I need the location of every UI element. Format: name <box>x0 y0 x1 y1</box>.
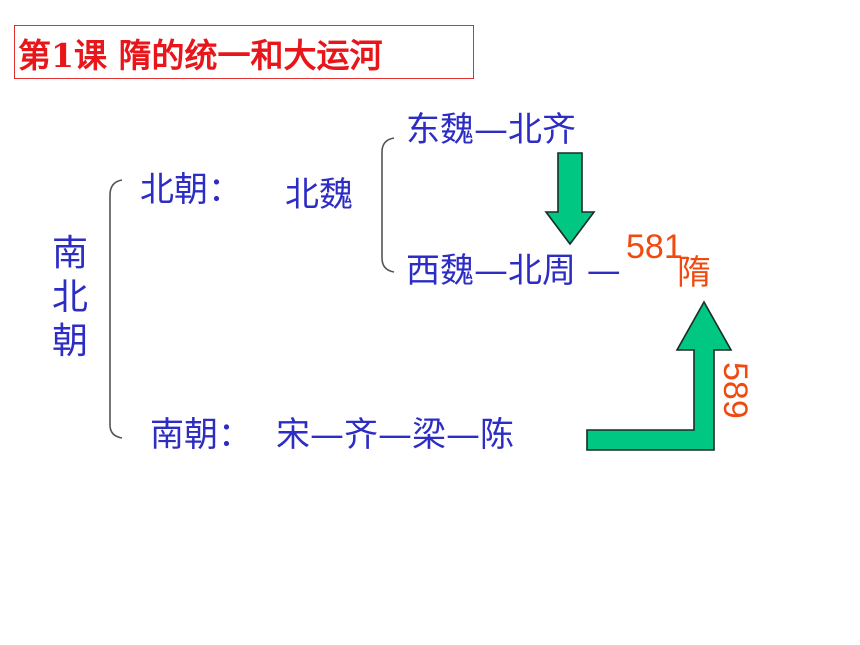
title-box <box>14 25 474 79</box>
year-589: 589 <box>716 362 754 419</box>
north-bracket <box>381 137 395 273</box>
south-sequence: 宋—齐—梁—陈 <box>276 415 514 455</box>
page-title: 第1课 隋的统一和大运河 <box>18 36 383 75</box>
north-label: 北朝： <box>140 170 242 210</box>
east-branch: 东魏—北齐 <box>406 110 576 150</box>
year-581: 581 <box>626 228 683 266</box>
nanbeichao-char-1: 南 <box>51 233 88 274</box>
nanbeichao-label: 南 北 朝 <box>48 232 92 364</box>
west-branch: 西魏—北周 — <box>406 251 621 291</box>
down-arrow <box>544 152 596 246</box>
sui-dynasty: 隋 <box>677 253 711 293</box>
main-bracket <box>109 179 123 439</box>
up-arrow <box>586 300 733 451</box>
nanbeichao-char-2: 北 <box>51 277 88 318</box>
north-origin: 北魏 <box>285 175 353 215</box>
nanbeichao-char-3: 朝 <box>51 321 88 362</box>
south-label: 南朝： <box>150 415 252 455</box>
